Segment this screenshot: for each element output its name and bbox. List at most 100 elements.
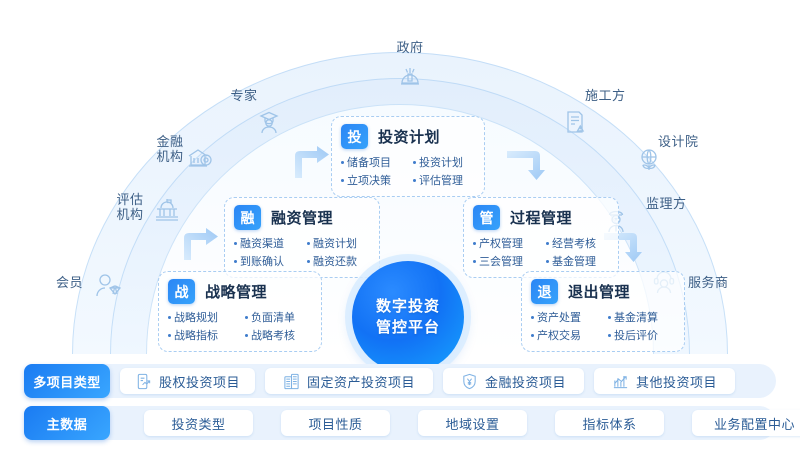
stakeholder-label: 金融 机构: [156, 134, 184, 164]
government-icon: [395, 61, 425, 91]
card-item[interactable]: 立项决策: [341, 172, 403, 188]
card-item[interactable]: 评估管理: [413, 172, 475, 188]
card-item-list: 融资渠道 融资计划 到账确认 融资还款: [234, 235, 370, 269]
bank-icon: [185, 144, 215, 174]
stakeholder-contractor: 施工方: [525, 88, 626, 136]
core-title-line2: 管控平台: [375, 319, 440, 336]
flow-arrow-right-down-2: [604, 228, 644, 262]
card-item-list: 产权管理 经营考核 三会管理 基金管理: [473, 235, 609, 269]
core-title-line1: 数字投资: [375, 298, 440, 315]
chip-project-nature[interactable]: 项目性质: [281, 410, 390, 436]
chip-region-setting[interactable]: 地域设置: [418, 410, 527, 436]
chip-financial-investment[interactable]: 金融投资项目: [443, 368, 584, 394]
project-type-badge: 多项目类型: [24, 364, 110, 398]
chip-other-investment[interactable]: 其他投资项目: [594, 368, 735, 394]
stakeholder-label: 服务商: [688, 274, 729, 290]
card-title: 退出管理: [568, 284, 631, 301]
chip-label: 业务配置中心: [713, 416, 795, 432]
module-card-exit-management[interactable]: 退 退出管理 资产处置 基金清算 产权交易 投后评价: [521, 271, 685, 352]
card-item[interactable]: 战略考核: [245, 327, 312, 343]
module-card-strategy-management[interactable]: 战 战略管理 战略规划 负面清单 战略指标 战略考核: [158, 271, 322, 352]
stakeholder-government: 政府: [395, 40, 425, 91]
module-card-process-management[interactable]: 管 过程管理 产权管理 经营考核 三会管理 基金管理: [463, 197, 619, 278]
equity-chart-icon: [135, 373, 152, 390]
yuan-shield-icon: [461, 373, 478, 390]
chip-label: 金融投资项目: [484, 374, 566, 390]
expert-graduate-icon: [255, 108, 283, 136]
card-title: 融资管理: [271, 210, 334, 227]
member-icon: [93, 272, 123, 302]
card-header: 管 过程管理: [473, 205, 609, 230]
institution-icon: [152, 196, 182, 226]
project-type-items: 股权投资项目 固定资产投资项目: [120, 368, 745, 394]
flow-arrow-right-down-1: [507, 146, 547, 180]
trend-chart-icon: [612, 373, 629, 390]
card-item[interactable]: 投后评价: [608, 327, 675, 343]
chip-label: 固定资产投资项目: [306, 374, 415, 390]
stakeholder-label: 施工方: [585, 88, 626, 103]
stakeholder-supervisor: 监理方: [608, 196, 687, 235]
card-item-list: 资产处置 基金清算 产权交易 投后评价: [531, 309, 675, 343]
card-tag: 管: [473, 205, 500, 230]
building-icon: [283, 373, 300, 390]
chip-business-config-center[interactable]: 业务配置中心: [692, 410, 800, 436]
card-item[interactable]: 战略规划: [168, 309, 235, 325]
card-header: 投 投资计划: [341, 124, 475, 149]
card-item[interactable]: 产权交易: [531, 327, 598, 343]
stakeholder-label: 设计院: [658, 134, 699, 149]
card-item[interactable]: 基金清算: [608, 309, 675, 325]
stakeholder-expert: 专家: [205, 88, 283, 136]
flow-arrow-up-right-1: [291, 146, 331, 180]
module-card-investment-plan[interactable]: 投 投资计划 储备项目 投资计划 立项决策 评估管理: [331, 116, 485, 197]
construction-doc-icon: [561, 108, 589, 136]
card-item[interactable]: 融资渠道: [234, 235, 297, 251]
card-tag: 战: [168, 279, 195, 304]
chip-label: 投资类型: [171, 416, 226, 432]
card-item[interactable]: 资产处置: [531, 309, 598, 325]
card-tag: 退: [531, 279, 558, 304]
card-item[interactable]: 储备项目: [341, 154, 403, 170]
stakeholder-design-institute: 设计院: [600, 134, 699, 175]
chip-label: 地域设置: [445, 416, 500, 432]
stakeholder-label: 监理方: [646, 196, 687, 211]
card-item[interactable]: 基金管理: [546, 253, 609, 269]
stakeholder-financial-institution: 金融 机构: [125, 134, 215, 174]
chip-indicator-system[interactable]: 指标体系: [555, 410, 664, 436]
flow-arrow-up-right-2: [180, 228, 220, 262]
card-item[interactable]: 融资还款: [307, 253, 370, 269]
chip-fixed-asset-investment[interactable]: 固定资产投资项目: [265, 368, 433, 394]
card-title: 战略管理: [205, 284, 268, 301]
card-item[interactable]: 经营考核: [546, 235, 609, 251]
card-item[interactable]: 到账确认: [234, 253, 297, 269]
chip-label: 项目性质: [308, 416, 363, 432]
chip-label: 指标体系: [582, 416, 637, 432]
card-item[interactable]: 三会管理: [473, 253, 536, 269]
card-item[interactable]: 产权管理: [473, 235, 536, 251]
card-title: 过程管理: [510, 210, 573, 227]
card-item[interactable]: 投资计划: [413, 154, 475, 170]
card-title: 投资计划: [378, 129, 441, 146]
stakeholder-assessment-agency: 评估 机构: [78, 192, 182, 226]
stakeholder-label: 会员: [56, 274, 84, 290]
card-header: 战 战略管理: [168, 279, 312, 304]
card-tag: 融: [234, 205, 261, 230]
platform-core-circle[interactable]: 数字投资 管控平台: [352, 261, 464, 373]
card-item[interactable]: 负面清单: [245, 309, 312, 325]
project-type-row: 多项目类型 股权投资项目: [24, 364, 776, 398]
card-header: 退 退出管理: [531, 279, 675, 304]
master-data-items: 投资类型 项目性质 地域设置 指标体系 业务配置中心: [144, 410, 800, 436]
card-item-list: 战略规划 负面清单 战略指标 战略考核: [168, 309, 312, 343]
card-item-list: 储备项目 投资计划 立项决策 评估管理: [341, 154, 475, 188]
card-item[interactable]: 融资计划: [307, 235, 370, 251]
master-data-badge: 主数据: [24, 406, 110, 440]
stakeholder-label: 政府: [396, 40, 424, 55]
design-globe-icon: [635, 147, 663, 175]
card-tag: 投: [341, 124, 368, 149]
master-data-row: 主数据 投资类型 项目性质 地域设置 指标体系 业务配置中心: [24, 406, 800, 440]
chip-label: 其他投资项目: [635, 374, 717, 390]
chip-equity-investment[interactable]: 股权投资项目: [120, 368, 255, 394]
module-card-financing-management[interactable]: 融 融资管理 融资渠道 融资计划 到账确认 融资还款: [224, 197, 380, 278]
card-item[interactable]: 战略指标: [168, 327, 235, 343]
chip-investment-type[interactable]: 投资类型: [144, 410, 253, 436]
